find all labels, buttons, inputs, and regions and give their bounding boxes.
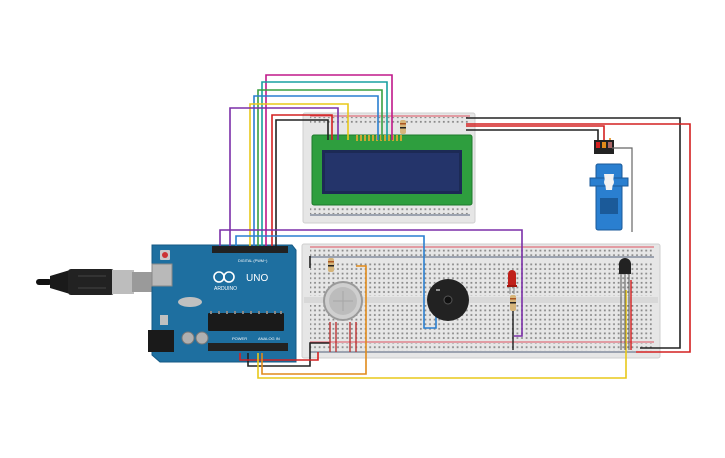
power-pin-label: POWER xyxy=(232,336,247,341)
arduino-uno-board[interactable]: UNO ARDUINO DIGITAL (PWM~) POWER ANALOG … xyxy=(148,244,297,363)
wire-black-lcd[interactable] xyxy=(275,119,329,246)
arduino-logo-icon xyxy=(213,271,235,283)
wire-teal[interactable] xyxy=(261,81,388,246)
usb-plug-icon[interactable] xyxy=(36,269,152,295)
piezo-buzzer-icon[interactable] xyxy=(427,279,469,321)
main-breadboard xyxy=(301,243,661,359)
wire-black-servo[interactable] xyxy=(466,117,681,349)
wire-green[interactable] xyxy=(257,89,383,246)
wire-yellow-temp[interactable] xyxy=(257,290,627,379)
breadboard-wires xyxy=(219,229,627,379)
wire-red-lcd[interactable] xyxy=(271,114,333,246)
wire-blue-lcd[interactable] xyxy=(253,95,379,246)
lcd-data-wires xyxy=(229,74,393,246)
servo-motor-icon[interactable] xyxy=(589,140,633,232)
arduino-logo-text: ARDUINO xyxy=(214,286,237,292)
digital-pin-label: DIGITAL (PWM~) xyxy=(238,259,268,263)
wire-magenta[interactable] xyxy=(265,74,393,246)
wire-red-servo[interactable] xyxy=(466,123,691,353)
wire-purple-lcd[interactable] xyxy=(229,107,339,246)
wire-black-gnd[interactable] xyxy=(247,342,330,367)
wire-orange-analog[interactable] xyxy=(261,265,367,375)
wire-red-5v[interactable] xyxy=(239,352,319,361)
analog-pin-label: ANALOG IN xyxy=(258,336,280,341)
wire-purple-led[interactable] xyxy=(219,229,523,337)
gas-resistor[interactable] xyxy=(328,258,334,272)
temperature-sensor-icon[interactable] xyxy=(619,258,632,350)
lcd-16x2-icon[interactable] xyxy=(311,120,473,206)
wire-blue-buzzer[interactable] xyxy=(235,235,437,329)
wire-yellow-lcd[interactable] xyxy=(249,103,349,246)
wire-black-servo-signal[interactable] xyxy=(466,129,599,148)
gas-sensor-icon[interactable] xyxy=(323,281,363,352)
led-icon[interactable] xyxy=(507,270,517,294)
lcd-resistor[interactable] xyxy=(400,120,406,134)
arduino-brand: UNO xyxy=(246,273,268,284)
led-resistor[interactable] xyxy=(510,295,516,350)
